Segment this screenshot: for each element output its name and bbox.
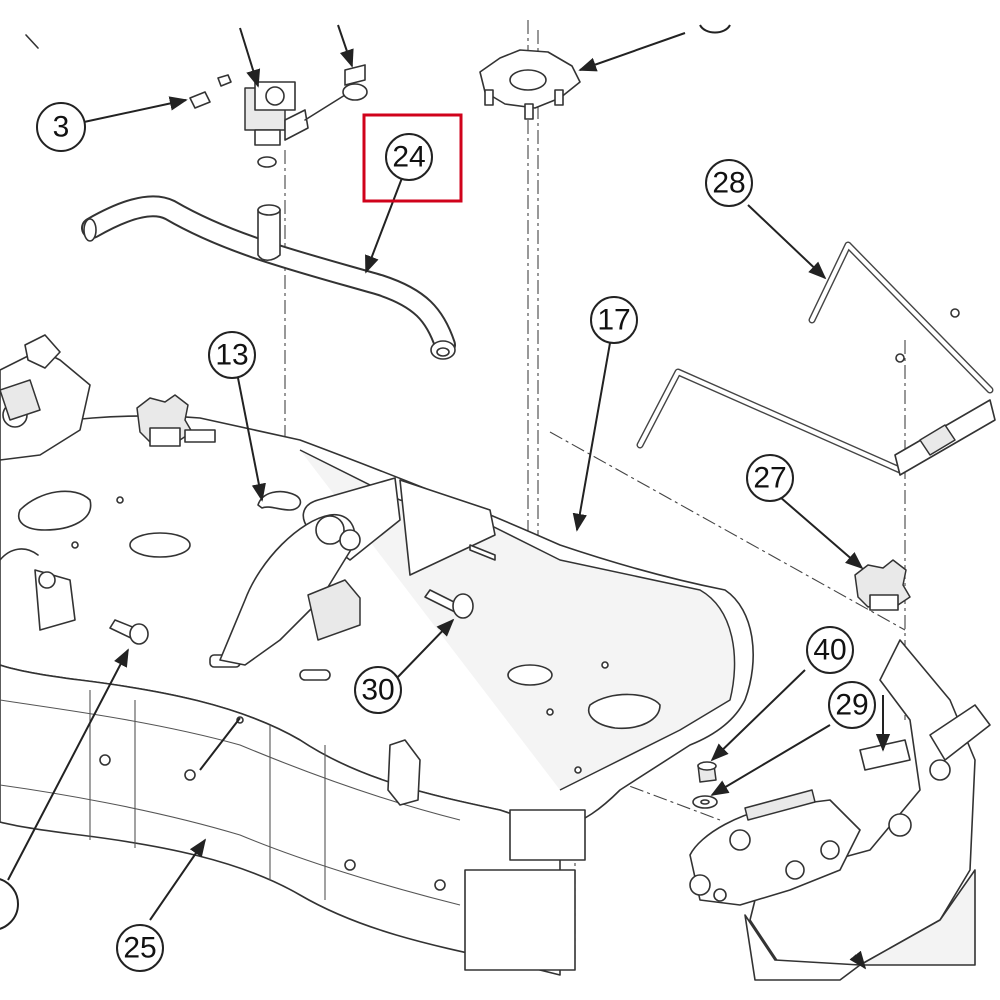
callout-label: 29 [835,689,868,722]
callout-partial-left [0,878,19,930]
hairpin-clip [0,490,302,561]
deck-knobs [136,394,911,611]
callout-label: 40 [813,634,846,667]
highlight-box [362,113,463,203]
callout-28: 28 [705,159,753,207]
callout-leaders [7,24,891,970]
callout-24[interactable]: 24 [362,113,463,203]
callout-30: 30 [354,666,402,714]
left-pin [34,569,149,645]
callout-40: 40 [806,626,854,674]
callout-label: 28 [712,167,745,200]
callout-label: 17 [597,304,630,337]
callout-25: 25 [116,924,164,972]
hose-tube [81,195,456,360]
callout-3: 3 [36,102,86,152]
pivot-arm-assembly [219,477,496,806]
callout-label: 3 [53,111,70,144]
callout-label: 13 [215,339,248,372]
callout-label: 25 [123,932,156,965]
callout-13: 13 [208,331,256,379]
callout-label: 30 [361,674,394,707]
callout-label: 24 [392,141,425,174]
callout-17: 17 [590,296,638,344]
valve-assembly [25,34,368,168]
clevis-pin [424,589,474,619]
adjust-rod [636,241,996,476]
nut-and-washer [692,761,718,809]
callout-label: 27 [753,462,786,495]
spindle-plate [479,49,581,120]
left-deck-bracket [0,334,91,461]
callout-partial-top [699,24,731,34]
right-deck-bracket [689,639,991,981]
callout-29: 29 [828,681,876,729]
callout-27: 27 [746,454,794,502]
